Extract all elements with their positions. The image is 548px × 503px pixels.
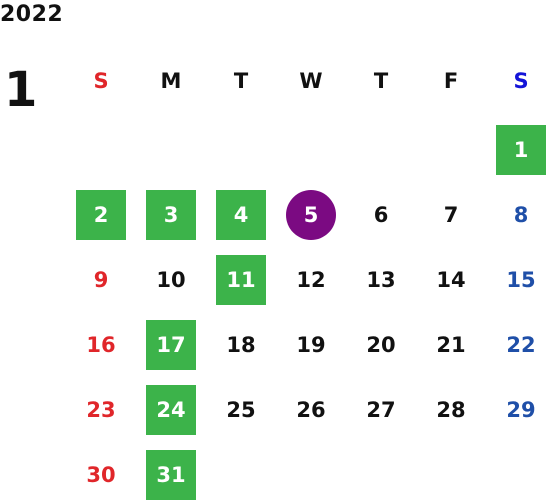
day-cell[interactable]: 30: [76, 450, 126, 500]
day-cell[interactable]: 3: [146, 190, 196, 240]
day-number: 5: [303, 203, 319, 227]
weekday-header: T: [373, 69, 389, 93]
day-cell[interactable]: 11: [216, 255, 266, 305]
day-cell[interactable]: 20: [356, 320, 406, 370]
day-number: 17: [156, 333, 186, 357]
day-cell[interactable]: 13: [356, 255, 406, 305]
day-cell[interactable]: 26: [286, 385, 336, 435]
day-number: 26: [296, 398, 326, 422]
day-cell[interactable]: 28: [426, 385, 476, 435]
day-cell[interactable]: 18: [216, 320, 266, 370]
day-number: 23: [86, 398, 116, 422]
day-number: 20: [366, 333, 396, 357]
day-cell[interactable]: 9: [76, 255, 126, 305]
day-cell[interactable]: 12: [286, 255, 336, 305]
day-number: 8: [513, 203, 529, 227]
day-number: 25: [226, 398, 256, 422]
weekday-header: S: [513, 69, 529, 93]
day-number: 3: [163, 203, 179, 227]
day-number: 12: [296, 268, 326, 292]
weekday-header: F: [443, 69, 459, 93]
day-number: 11: [226, 268, 256, 292]
day-number: 4: [233, 203, 249, 227]
weekday-header: S: [93, 69, 109, 93]
day-cell[interactable]: 23: [76, 385, 126, 435]
day-number: 29: [506, 398, 536, 422]
day-number: 21: [436, 333, 466, 357]
day-cell[interactable]: 16: [76, 320, 126, 370]
day-number: 10: [156, 268, 186, 292]
day-cell[interactable]: 25: [216, 385, 266, 435]
day-number: 16: [86, 333, 116, 357]
day-number: 6: [373, 203, 389, 227]
day-cell[interactable]: 1: [496, 125, 546, 175]
day-cell[interactable]: 24: [146, 385, 196, 435]
day-cell[interactable]: 2: [76, 190, 126, 240]
day-number: 7: [443, 203, 459, 227]
day-number: 19: [296, 333, 326, 357]
day-cell[interactable]: 15: [496, 255, 546, 305]
day-cell[interactable]: 10: [146, 255, 196, 305]
day-cell[interactable]: 6: [356, 190, 406, 240]
weekday-header: W: [299, 69, 323, 93]
day-cell[interactable]: 31: [146, 450, 196, 500]
weekday-header: T: [233, 69, 249, 93]
year-label: 2022: [0, 2, 64, 27]
day-number: 28: [436, 398, 466, 422]
day-number: 2: [93, 203, 109, 227]
day-cell[interactable]: 7: [426, 190, 476, 240]
day-number: 31: [156, 463, 186, 487]
day-number: 18: [226, 333, 256, 357]
day-number: 30: [86, 463, 116, 487]
day-cell-today[interactable]: 5: [286, 190, 336, 240]
day-cell[interactable]: 4: [216, 190, 266, 240]
day-number: 9: [93, 268, 109, 292]
day-number: 27: [366, 398, 396, 422]
day-number: 15: [506, 268, 536, 292]
day-number: 24: [156, 398, 186, 422]
day-cell[interactable]: 17: [146, 320, 196, 370]
day-cell[interactable]: 22: [496, 320, 546, 370]
day-cell[interactable]: 8: [496, 190, 546, 240]
day-cell[interactable]: 14: [426, 255, 476, 305]
day-cell[interactable]: 27: [356, 385, 406, 435]
month-label: 1: [4, 62, 38, 118]
day-cell[interactable]: 21: [426, 320, 476, 370]
day-number: 14: [436, 268, 466, 292]
day-number: 1: [513, 138, 529, 162]
day-cell[interactable]: 19: [286, 320, 336, 370]
day-number: 22: [506, 333, 536, 357]
weekday-header: M: [160, 69, 182, 93]
day-number: 13: [366, 268, 396, 292]
day-cell[interactable]: 29: [496, 385, 546, 435]
